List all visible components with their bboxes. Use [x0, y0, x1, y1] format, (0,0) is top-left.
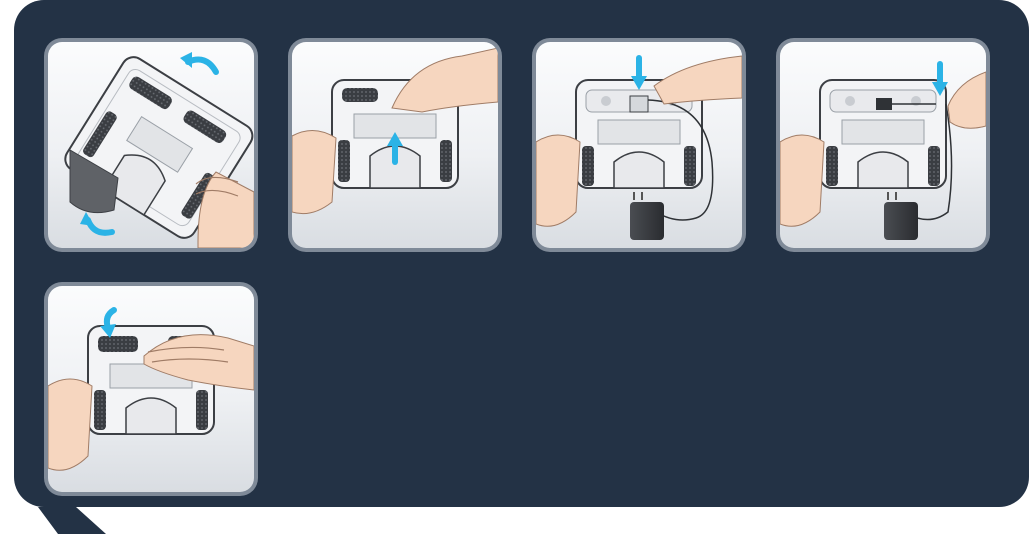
step-2-illustration [292, 42, 498, 248]
step-3-illustration [536, 42, 742, 248]
step-3-card [532, 38, 746, 252]
step-4-illustration [780, 42, 986, 248]
step-1-illustration [48, 42, 254, 248]
step-5-card [44, 282, 258, 496]
step-1-card [44, 38, 258, 252]
step-2-card [288, 38, 502, 252]
step-5-illustration [48, 286, 254, 492]
step-4-card [776, 38, 990, 252]
